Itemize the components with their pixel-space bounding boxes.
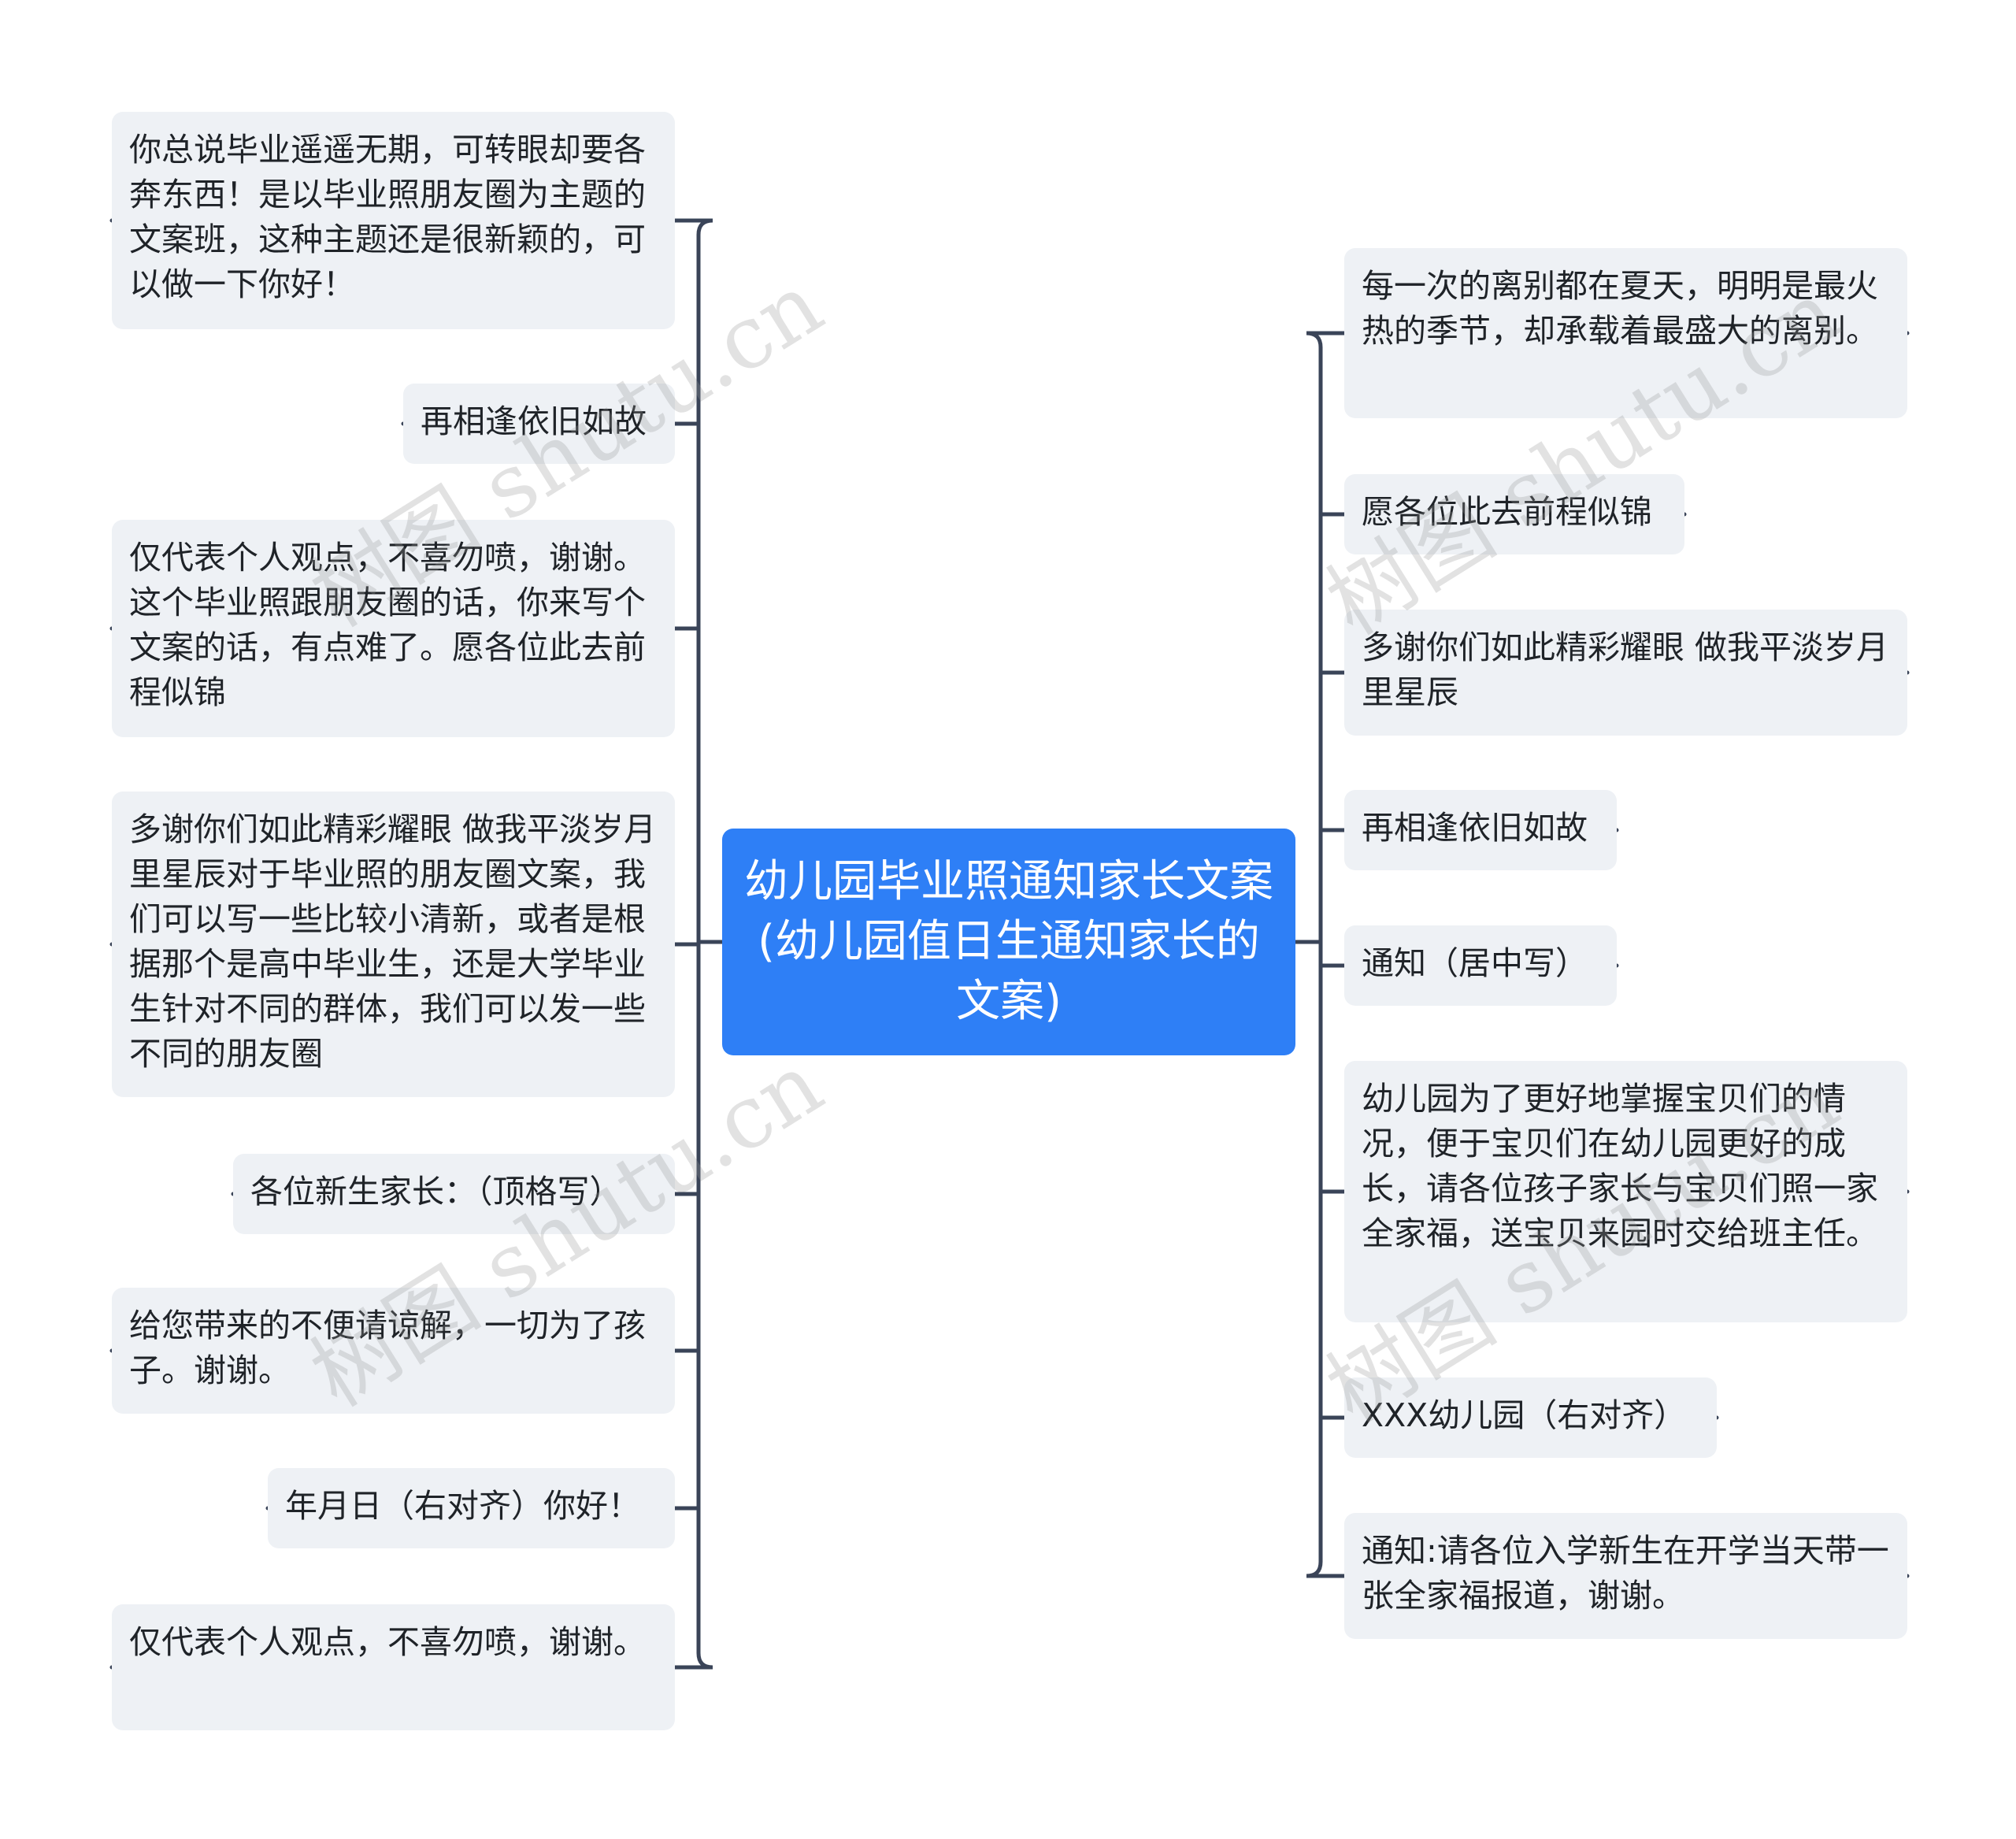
left-node-2[interactable]: 再相逢依旧如故	[403, 384, 675, 464]
right-node-3[interactable]: 多谢你们如此精彩耀眼 做我平淡岁月里星辰	[1344, 610, 1907, 736]
left-node-4[interactable]: 多谢你们如此精彩耀眼 做我平淡岁月里星辰对于毕业照的朋友圈文案，我们可以写一些比…	[112, 792, 675, 1097]
right-node-7[interactable]: XXX幼儿园（右对齐）	[1344, 1377, 1717, 1458]
connector-branch	[109, 1651, 713, 1670]
right-node-8[interactable]: 通知:请各位入学新生在开学当天带一张全家福报道，谢谢。	[1344, 1513, 1907, 1639]
left-node-7[interactable]: 年月日（右对齐）你好！	[268, 1468, 675, 1548]
right-node-6[interactable]: 幼儿园为了更好地掌握宝贝们的情况，便于宝贝们在幼儿园更好的成长，请各位孩子家长与…	[1344, 1061, 1907, 1322]
connector-branch	[1306, 1559, 1910, 1578]
right-node-4[interactable]: 再相逢依旧如故	[1344, 790, 1617, 870]
right-node-2[interactable]: 愿各位此去前程似锦	[1344, 474, 1684, 554]
left-node-1[interactable]: 你总说毕业遥遥无期，可转眼却要各奔东西！是以毕业照朋友圈为主题的文案班，这种主题…	[112, 112, 675, 329]
left-node-6[interactable]: 给您带来的不便请谅解，一切为了孩子。谢谢。	[112, 1288, 675, 1414]
central-topic[interactable]: 幼儿园毕业照通知家长文案(幼儿园值日生通知家长的文案)	[722, 829, 1295, 1055]
left-node-3[interactable]: 仅代表个人观点，不喜勿喷，谢谢。这个毕业照跟朋友圈的话，你来写个文案的话，有点难…	[112, 520, 675, 737]
right-node-1[interactable]: 每一次的离别都在夏天，明明是最火热的季节，却承载着最盛大的离别。	[1344, 248, 1907, 418]
central-topic-text: 幼儿园毕业照通知家长文案(幼儿园值日生通知家长的文案)	[744, 856, 1273, 1027]
left-node-5[interactable]: 各位新生家长：（顶格写）	[233, 1154, 675, 1234]
left-node-8[interactable]: 仅代表个人观点，不喜勿喷，谢谢。	[112, 1604, 675, 1730]
connector-branch	[109, 218, 713, 237]
connector-branch	[1306, 331, 1910, 350]
right-node-5[interactable]: 通知（居中写）	[1344, 925, 1617, 1006]
